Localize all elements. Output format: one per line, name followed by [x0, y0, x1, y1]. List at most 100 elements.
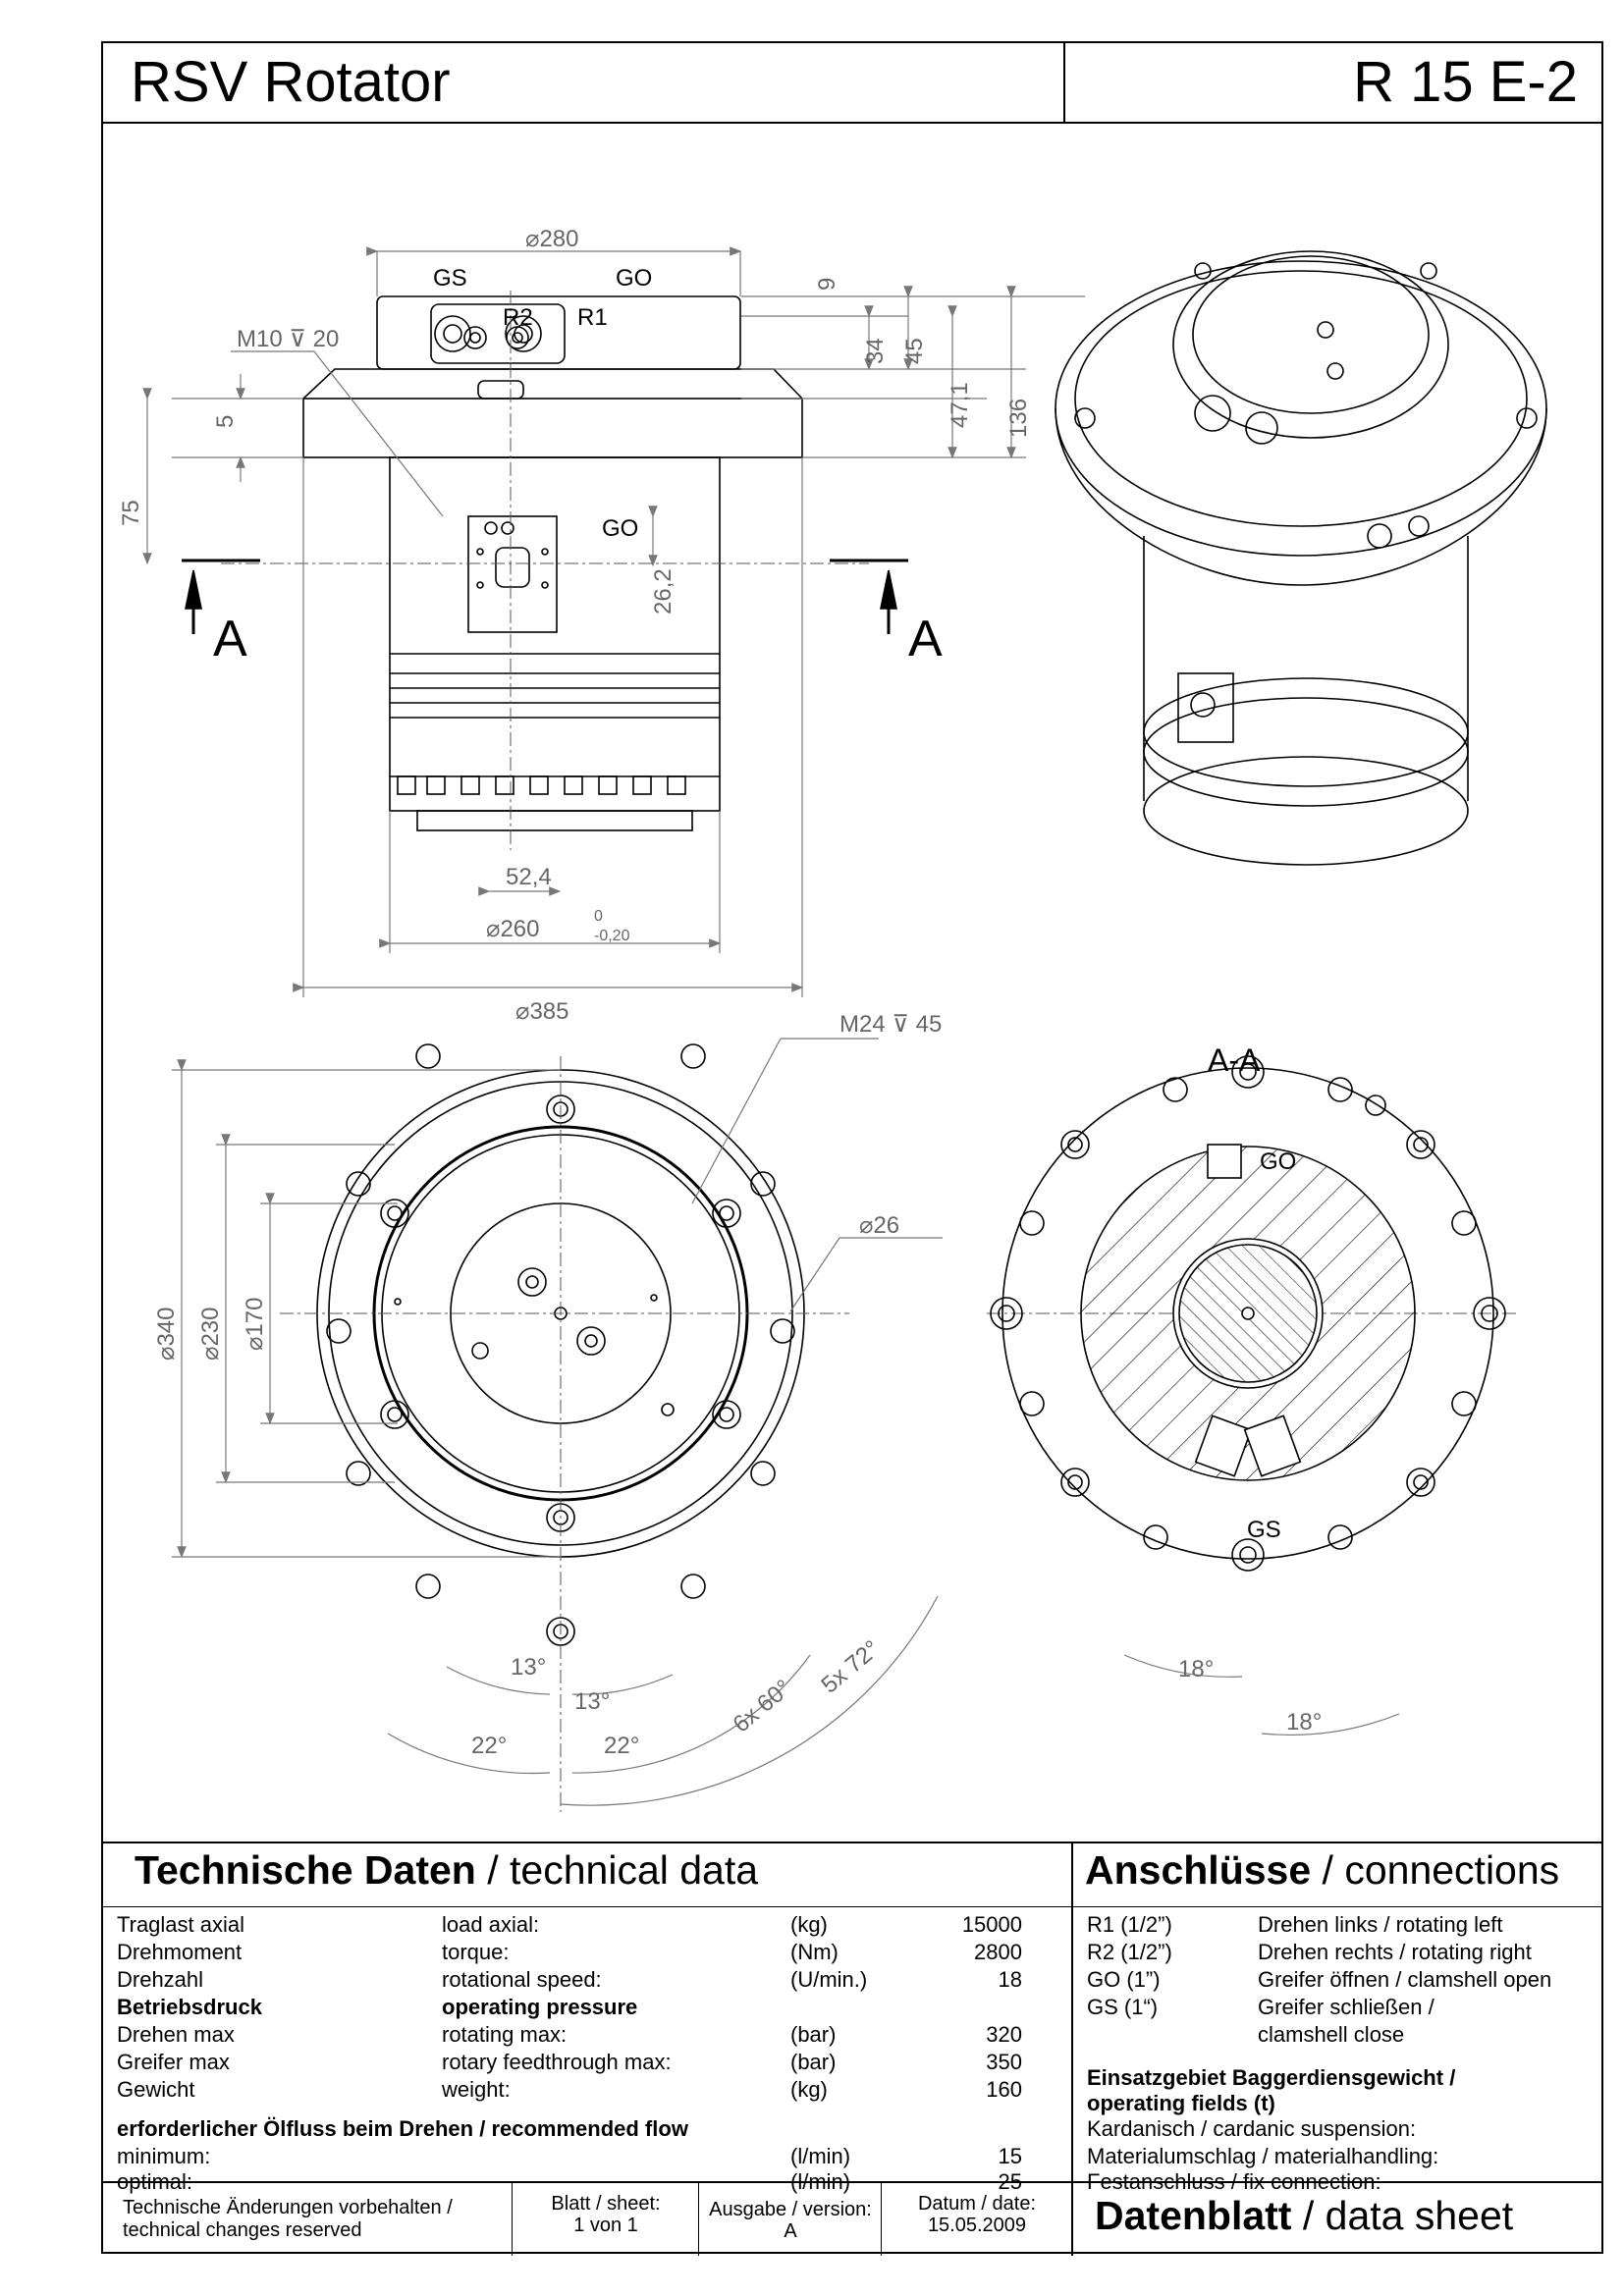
tech-row-de: Traglast axial: [117, 1912, 245, 1937]
tech-heading-de: Technische Daten: [135, 1847, 476, 1893]
dim-26: ⌀26: [859, 1212, 899, 1239]
tech-row-en: torque:: [442, 1940, 510, 1964]
tech-row-value: 350: [986, 2050, 1022, 2074]
product-title: RSV Rotator: [131, 50, 451, 114]
angle-18-a: 18°: [1178, 1656, 1214, 1682]
dim-260-tol-low: -0,20: [594, 928, 630, 944]
section-gs-label: GS: [1247, 1517, 1281, 1543]
connection-port: GS (1“): [1087, 1995, 1159, 2019]
datasheet-label-en: data sheet: [1325, 2193, 1514, 2238]
date-value: 15.05.2009: [927, 2215, 1027, 2236]
section-mark-right: A: [908, 611, 943, 667]
footer-note-line-1: Technische Änderungen vorbehalten /: [123, 2197, 453, 2218]
dim-136: 136: [1005, 399, 1032, 438]
flow-row-unit: (l/min): [790, 2144, 851, 2168]
angle-22-b: 22°: [604, 1733, 639, 1759]
footer-note: Technische Änderungen vorbehalten / tech…: [123, 2197, 453, 2242]
tech-row-de: Drehmoment: [117, 1940, 243, 1964]
footer-div-2: [698, 2181, 699, 2256]
model-number: R 15 E-2: [1353, 50, 1578, 114]
sheet-label: Blatt / sheet:: [551, 2193, 661, 2215]
connection-port: GO (1”): [1087, 1967, 1161, 1992]
dim-45: 45: [901, 338, 928, 364]
footer-div-4: [1071, 2181, 1073, 2256]
connection-port: R2 (1/2”): [1087, 1940, 1172, 1964]
connection-desc: clamshell close: [1258, 2022, 1405, 2047]
footer-version: Ausgabe / version: A: [700, 2199, 881, 2242]
tech-divider: [1071, 1842, 1073, 2181]
tech-row-unit: (Nm): [790, 1940, 839, 1964]
dim-m24: M24 ⊽ 45: [839, 1011, 942, 1038]
dim-230: ⌀230: [197, 1308, 224, 1362]
flow-title: erforderlicher Ölfluss beim Drehen / rec…: [117, 2116, 688, 2141]
dim-26-2: 26,2: [650, 568, 677, 614]
dim-280: ⌀280: [525, 226, 579, 252]
connection-desc: Greifer öffnen / clamshell open: [1258, 1967, 1552, 1992]
port-go-side-label: GO: [602, 515, 638, 542]
tech-row-de: Drehzahl: [117, 1967, 204, 1992]
sheet-value: 1 von 1: [573, 2215, 638, 2236]
footer-date: Datum / date: 15.05.2009: [883, 2193, 1071, 2236]
datasheet-label-sep: /: [1291, 2193, 1326, 2238]
header-rule: [103, 122, 1601, 124]
tech-row-en: weight:: [442, 2077, 511, 2102]
tech-row-unit: (bar): [790, 2050, 837, 2074]
connection-desc: Drehen links / rotating left: [1258, 1912, 1503, 1937]
datasheet-label-de: Datenblatt: [1095, 2193, 1292, 2238]
tech-row-de: Betriebsdruck: [117, 1995, 262, 2019]
dim-385: ⌀385: [515, 998, 569, 1025]
port-go-label: GO: [616, 265, 652, 292]
section-mark-left: A: [213, 611, 247, 667]
connection-desc: Drehen rechts / rotating right: [1258, 1940, 1532, 1964]
connections-heading-sep: /: [1311, 1847, 1345, 1893]
dim-170: ⌀170: [242, 1298, 268, 1352]
isometric-view: [1055, 250, 1547, 866]
tech-section-rule: [103, 1842, 1601, 1843]
dim-m10: M10 ⊽ 20: [237, 326, 339, 352]
tech-row-value: 160: [986, 2077, 1022, 2102]
connection-desc: Greifer schließen /: [1258, 1995, 1435, 2019]
field-item: Materialumschlag / materialhandling:: [1087, 2144, 1439, 2168]
fields-title-1: Einsatzgebiet Baggerdiensgewicht /: [1087, 2065, 1456, 2090]
footer-div-3: [881, 2181, 882, 2256]
connections-heading-en: connections: [1344, 1847, 1560, 1893]
dim-5: 5: [212, 415, 239, 428]
footer-note-line-2: technical changes reserved: [123, 2219, 362, 2241]
angle-13-a: 13°: [511, 1654, 546, 1681]
dim-260-tol-up: 0: [594, 908, 603, 925]
tech-row-de: Drehen max: [117, 2022, 235, 2047]
connections-heading-de: Anschlüsse: [1085, 1847, 1312, 1893]
section-go-label: GO: [1260, 1148, 1296, 1175]
footer-div-1: [512, 2181, 513, 2256]
port-r2-label: R2: [503, 304, 533, 331]
datasheet-label: Datenblatt / data sheet: [1095, 2193, 1513, 2239]
dim-34: 34: [862, 338, 889, 364]
tech-row-en: rotational speed:: [442, 1967, 602, 1992]
header-divider: [1063, 43, 1065, 122]
tech-heading-sep: /: [475, 1847, 511, 1893]
angle-6x60: 6x 60°: [729, 1675, 797, 1738]
angle-18-b: 18°: [1286, 1709, 1322, 1735]
angle-22-a: 22°: [471, 1733, 507, 1759]
dim-52-4: 52,4: [506, 864, 552, 890]
side-view: [302, 295, 803, 831]
field-item: Kardanisch / cardanic suspension:: [1087, 2116, 1417, 2141]
dim-9: 9: [814, 278, 840, 291]
tech-row-de: Gewicht: [117, 2077, 195, 2102]
connection-port: R1 (1/2”): [1087, 1912, 1172, 1937]
section-title: A-A: [1208, 1042, 1261, 1078]
footer-sheet: Blatt / sheet: 1 von 1: [514, 2193, 698, 2236]
port-r1-label: R1: [577, 304, 608, 331]
date-label: Datum / date:: [917, 2193, 1037, 2215]
tech-row-unit: (bar): [790, 2022, 837, 2047]
tech-row-en: operating pressure: [442, 1995, 638, 2019]
tech-row-unit: (U/min.): [790, 1967, 868, 1992]
tech-subrule: [103, 1906, 1601, 1907]
fields-title-2: operating fields (t): [1087, 2091, 1275, 2115]
angle-13-b: 13°: [574, 1688, 610, 1715]
angle-5x72: 5x 72°: [817, 1635, 886, 1699]
tech-row-value: 2800: [974, 1940, 1022, 1964]
section-view: [990, 1055, 1506, 1572]
version-value: A: [784, 2220, 797, 2242]
dim-260: ⌀260: [486, 916, 540, 942]
